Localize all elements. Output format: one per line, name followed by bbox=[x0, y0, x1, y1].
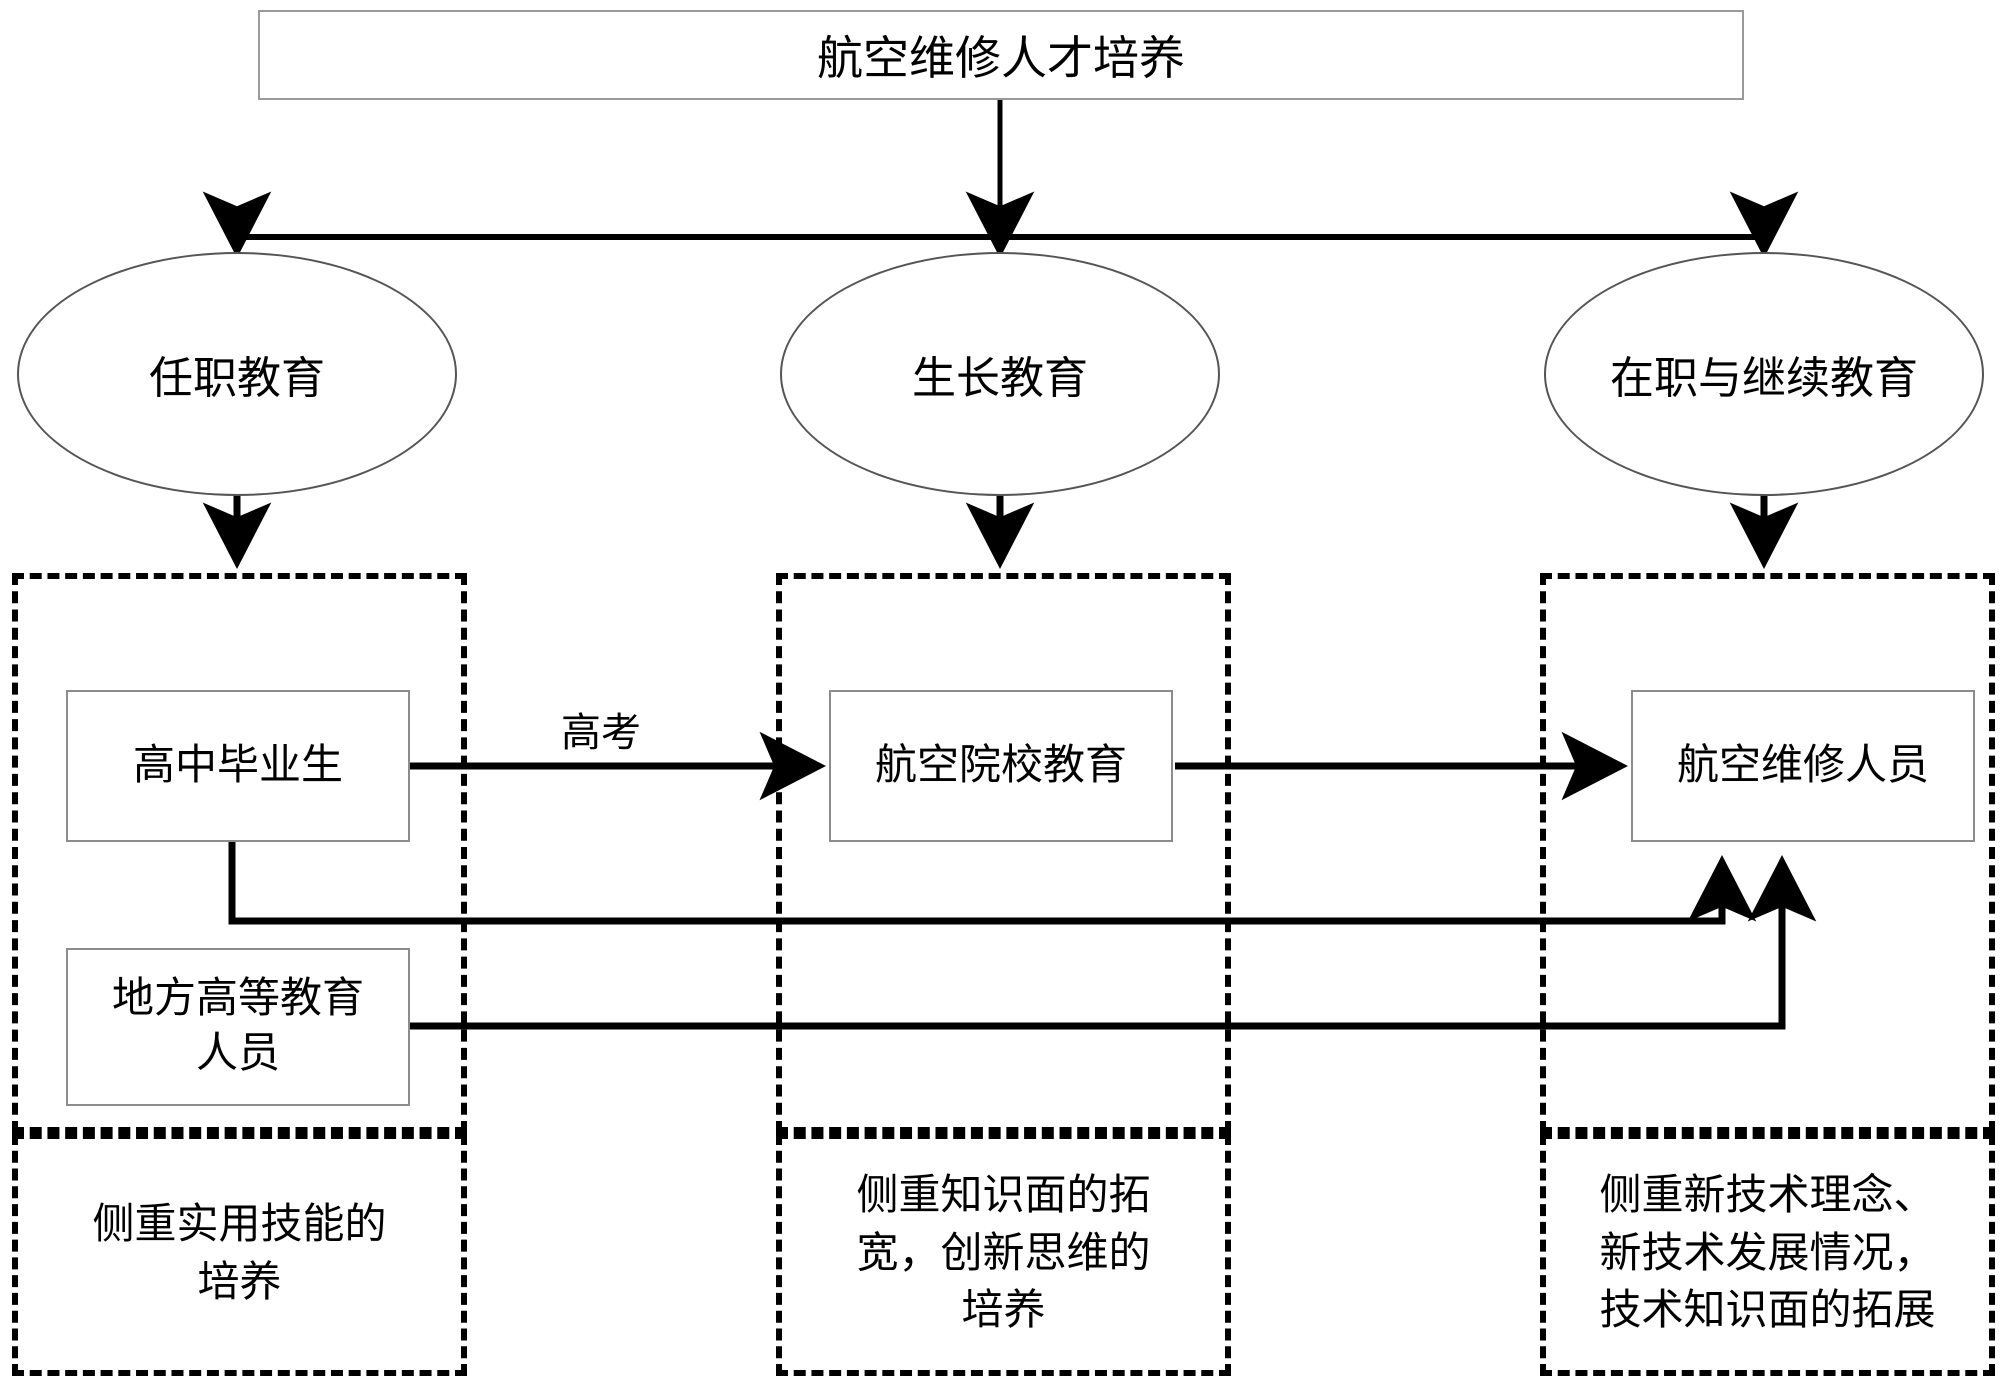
entity-highschool-graduate: 高中毕业生 bbox=[66, 690, 410, 842]
stage-ellipse-vocational: 任职教育 bbox=[17, 252, 457, 496]
stage-ellipse-growth-label: 生长教育 bbox=[912, 354, 1088, 403]
stage-region-vocational bbox=[12, 573, 467, 1133]
entity-local-higher-education-personnel-label: 地方高等教育 人员 bbox=[111, 976, 364, 1077]
edge-label-gaokao: 高考 bbox=[555, 700, 647, 758]
entity-aviation-college-education: 航空院校教育 bbox=[829, 690, 1173, 842]
note-vocational: 侧重实用技能的 培养 bbox=[12, 1133, 467, 1376]
stage-region-growth bbox=[776, 573, 1231, 1133]
entity-aviation-college-education-label: 航空院校教育 bbox=[874, 742, 1127, 789]
root-node-talent-cultivation: 航空维修人才培养 bbox=[258, 10, 1744, 100]
stage-ellipse-growth: 生长教育 bbox=[780, 252, 1220, 496]
entity-aviation-maintenance-personnel-label: 航空维修人员 bbox=[1676, 742, 1929, 789]
entity-local-higher-education-personnel: 地方高等教育 人员 bbox=[66, 948, 410, 1106]
entity-highschool-graduate-label: 高中毕业生 bbox=[132, 742, 343, 789]
note-growth: 侧重知识面的拓 宽，创新思维的 培养 bbox=[776, 1133, 1231, 1376]
entity-aviation-maintenance-personnel: 航空维修人员 bbox=[1631, 690, 1975, 842]
note-inservice-text: 侧重新技术理念、 新技术发展情况， 技术知识面的拓展 bbox=[1599, 1172, 1936, 1335]
note-inservice: 侧重新技术理念、 新技术发展情况， 技术知识面的拓展 bbox=[1540, 1133, 1995, 1376]
stage-ellipse-inservice-label: 在职与继续教育 bbox=[1610, 354, 1918, 403]
edge-root-to-bus bbox=[237, 98, 1764, 240]
stage-region-inservice bbox=[1540, 573, 1995, 1133]
stage-ellipse-inservice: 在职与继续教育 bbox=[1544, 252, 1984, 496]
note-growth-text: 侧重知识面的拓 宽，创新思维的 培养 bbox=[856, 1172, 1151, 1335]
note-vocational-text: 侧重实用技能的 培养 bbox=[92, 1201, 387, 1306]
stage-ellipse-vocational-label: 任职教育 bbox=[149, 354, 325, 403]
root-node-label: 航空维修人才培养 bbox=[817, 33, 1185, 84]
